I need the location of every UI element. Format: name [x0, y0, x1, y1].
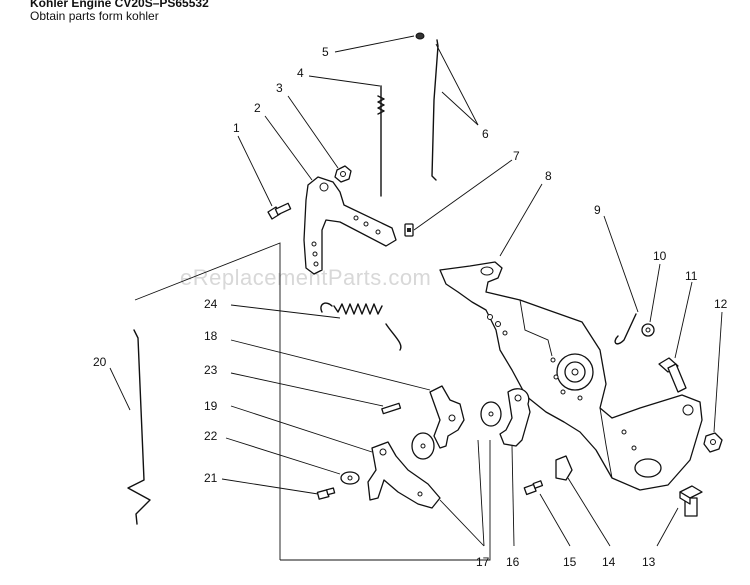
- callout-8: 8: [545, 169, 552, 183]
- part-3-nut[interactable]: [334, 165, 352, 183]
- assembly-bracket: [134, 242, 491, 561]
- callout-labels: 1 2 3 4 5 6 7 8 9 10 11 12 13 14 15 16 1…: [93, 45, 728, 569]
- callout-23: 23: [204, 363, 218, 377]
- part-14-clip[interactable]: [555, 455, 573, 481]
- part-2-lever[interactable]: [303, 176, 397, 275]
- part-20-rod[interactable]: [127, 329, 151, 525]
- part-23-screw[interactable]: [381, 402, 402, 415]
- part-24-spring[interactable]: [320, 302, 402, 351]
- callout-21: 21: [204, 471, 218, 485]
- diagram-title: Kohler Engine CV20S–PS65532: [30, 0, 209, 10]
- callout-13: 13: [642, 555, 656, 569]
- callout-3: 3: [276, 81, 283, 95]
- watermark: eReplacementParts.com: [180, 265, 431, 290]
- callout-6: 6: [482, 127, 489, 141]
- part-7-clip[interactable]: [404, 223, 414, 237]
- callout-22: 22: [204, 429, 218, 443]
- leader-lines: [109, 35, 723, 547]
- part-1-bolt[interactable]: [267, 202, 292, 220]
- diagram-subtitle: Obtain parts form kohler: [30, 9, 159, 23]
- part-10-washer[interactable]: [641, 323, 655, 337]
- part-13-bolt[interactable]: [679, 485, 703, 517]
- part-18-lever[interactable]: [429, 385, 465, 449]
- part-17-disc-a[interactable]: [411, 432, 435, 460]
- callout-24: 24: [204, 297, 218, 311]
- part-9-spring[interactable]: [614, 313, 637, 345]
- callout-10: 10: [653, 249, 667, 263]
- part-21-bolt[interactable]: [316, 487, 336, 500]
- callout-20: 20: [93, 355, 107, 369]
- callout-11: 11: [685, 269, 698, 283]
- part-19-lever[interactable]: [367, 441, 441, 509]
- part-12-nut[interactable]: [703, 432, 723, 453]
- part-22-washer[interactable]: [340, 471, 360, 485]
- part-4-rod[interactable]: [377, 85, 385, 197]
- part-8-control-plate[interactable]: [439, 261, 703, 491]
- part-17-disc-b[interactable]: [480, 401, 502, 427]
- callout-1: 1: [233, 121, 240, 135]
- callout-15: 15: [563, 555, 577, 569]
- part-11-bolt[interactable]: [658, 357, 687, 393]
- callout-17: 17: [476, 555, 490, 569]
- part-16-lever[interactable]: [499, 388, 531, 447]
- callout-5: 5: [322, 45, 329, 59]
- callout-18: 18: [204, 329, 218, 343]
- callout-2: 2: [254, 101, 261, 115]
- callout-16: 16: [506, 555, 520, 569]
- callout-19: 19: [204, 399, 218, 413]
- callout-7: 7: [513, 149, 520, 163]
- callout-4: 4: [297, 66, 304, 80]
- part-5-clip[interactable]: [415, 32, 425, 40]
- callout-9: 9: [594, 203, 601, 217]
- part-15-bolt[interactable]: [523, 480, 544, 496]
- callout-12: 12: [714, 297, 728, 311]
- callout-14: 14: [602, 555, 616, 569]
- part-6-rod[interactable]: [431, 39, 439, 181]
